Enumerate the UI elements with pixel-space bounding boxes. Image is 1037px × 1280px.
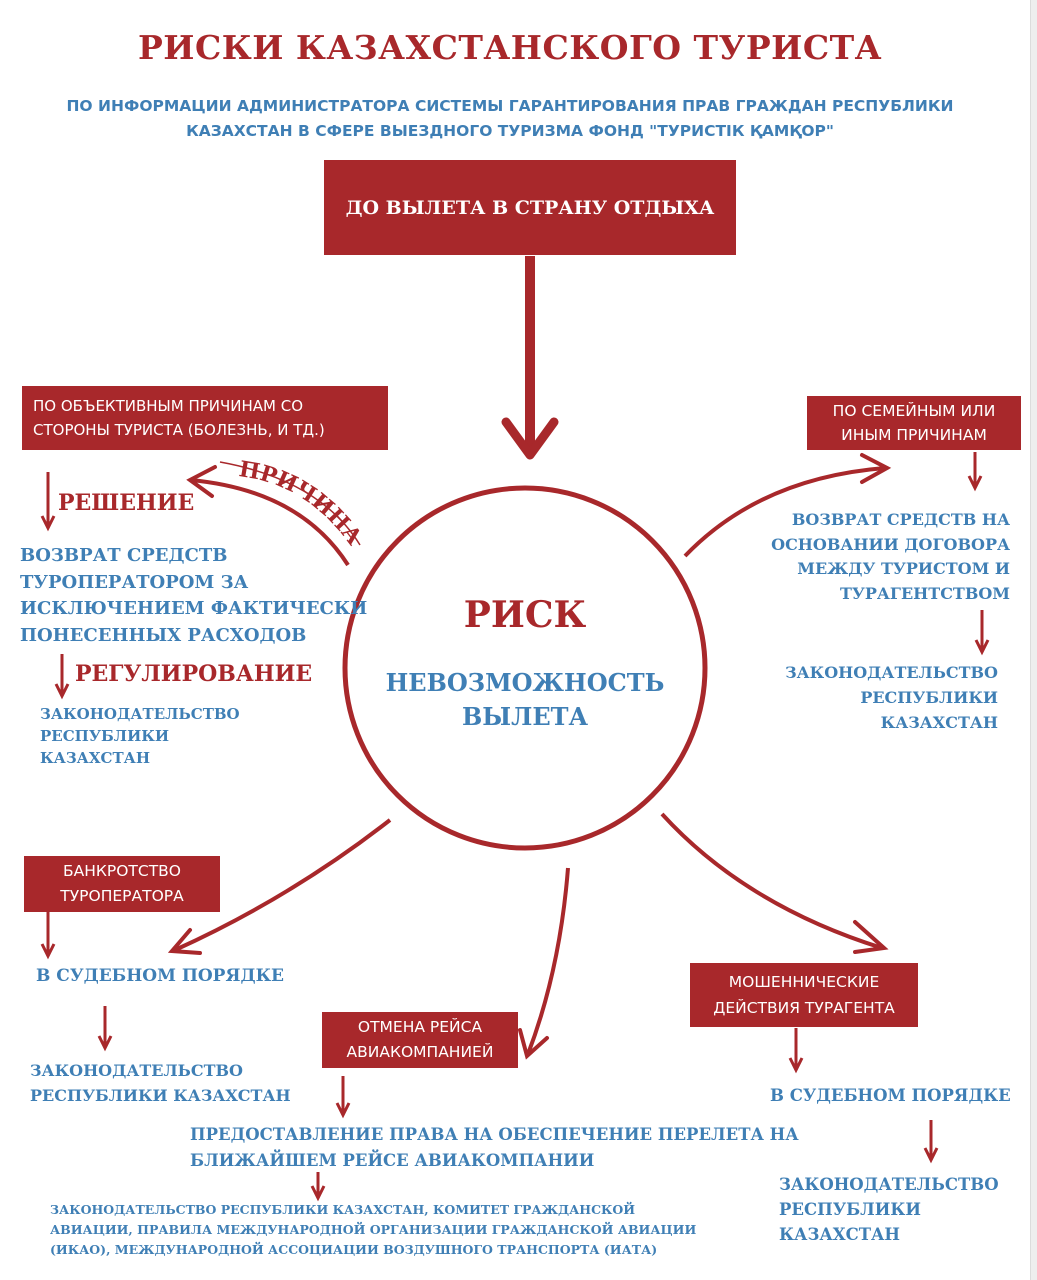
cancellation-box-line: АВИАКОМПАНИЕЙ [346, 1043, 494, 1061]
center-text: НЕВОЗМОЖНОСТЬ ВЫЛЕТА [345, 666, 705, 734]
cancellation-law-line: ЗАКОНОДАТЕЛЬСТВО РЕСПУБЛИКИ КАЗАХСТАН, К… [50, 1202, 636, 1217]
objective-regulation-line: РЕСПУБЛИКИ [40, 727, 170, 745]
center-line: ВЫЛЕТА [461, 702, 589, 731]
subtitle-line: КАЗАХСТАН В СФЕРЕ ВЫЕЗДНОГО ТУРИЗМА ФОНД… [186, 122, 834, 140]
center-line: НЕВОЗМОЖНОСТЬ [385, 668, 665, 697]
page-edge [1030, 0, 1037, 1280]
family-arrow [683, 466, 886, 558]
fraud-box-line: ДЕЙСТВИЯ ТУРАГЕНТА [713, 999, 895, 1017]
cancellation-arrow-2-head [310, 1185, 326, 1202]
top-box: ДО ВЫЛЕТА В СТРАНУ ОТДЫХА [324, 160, 736, 255]
family-arrow-head [860, 453, 892, 484]
objective-decision: ВОЗВРАТ СРЕДСТВ ТУРОПЕРАТОРОМ ЗА ИСКЛЮЧЕ… [20, 543, 367, 649]
page-subtitle: ПО ИНФОРМАЦИИ АДМИНИСТРАТОРА СИСТЕМЫ ГАР… [30, 94, 990, 144]
cancellation-box: ОТМЕНА РЕЙСА АВИАКОМПАНИЕЙ [322, 1012, 518, 1068]
cancellation-decision: ПРЕДОСТАВЛЕНИЕ ПРАВА НА ОБЕСПЕЧЕНИЕ ПЕРЕ… [190, 1122, 799, 1174]
page-title: РИСКИ КАЗАХСТАНСКОГО ТУРИСТА [137, 28, 883, 67]
objective-decision-line: ИСКЛЮЧЕНИЕМ ФАКТИЧЕСКИ [20, 598, 368, 619]
family-decision-line: МЕЖДУ ТУРИСТОМ И [797, 559, 1010, 578]
cancellation-arrow-1-head [335, 1102, 351, 1119]
family-decision-line: ВОЗВРАТ СРЕДСТВ НА [791, 510, 1010, 529]
objective-decision-line: ВОЗВРАТ СРЕДСТВ [20, 545, 228, 566]
fraud-law-line: ЗАКОНОДАТЕЛЬСТВО [779, 1175, 999, 1194]
family-box-line: ПО СЕМЕЙНЫМ ИЛИ [832, 402, 996, 420]
bankruptcy-law: ЗАКОНОДАТЕЛЬСТВО РЕСПУБЛИКИ КАЗАХСТАН [30, 1058, 291, 1108]
cancellation-decision-line: ПРЕДОСТАВЛЕНИЕ ПРАВА НА ОБЕСПЕЧЕНИЕ ПЕРЕ… [190, 1125, 799, 1144]
top-arrow-head [501, 417, 559, 460]
cause-label: ПРИЧИНА [237, 456, 367, 550]
family-box-line: ИНЫМ ПРИЧИНАМ [841, 426, 987, 444]
family-decision: ВОЗВРАТ СРЕДСТВ НА ОСНОВАНИИ ДОГОВОРА МЕ… [770, 508, 1010, 606]
cancellation-arrow-head [518, 1028, 549, 1060]
objective-box: ПО ОБЪЕКТИВНЫМ ПРИЧИНАМ СО СТОРОНЫ ТУРИС… [22, 386, 388, 450]
objective-decision-line: ПОНЕСЕННЫХ РАСХОДОВ [20, 624, 307, 646]
center-heading: РИСК [463, 594, 587, 636]
objective-regulation-line: ЗАКОНОДАТЕЛЬСТВО [40, 705, 240, 723]
cause-ribbon [219, 461, 361, 546]
bankruptcy-decision: В СУДЕБНОМ ПОРЯДКЕ [36, 966, 284, 986]
family-law-line: КАЗАХСТАН [880, 713, 998, 732]
regulation-label: РЕГУЛИРОВАНИЕ [75, 661, 313, 687]
bankruptcy-arrow-head [167, 928, 202, 955]
cause-arrow-head [186, 465, 217, 498]
top-box-label: ДО ВЫЛЕТА В СТРАНУ ОТДЫХА [345, 196, 715, 219]
bankruptcy-law-line: ЗАКОНОДАТЕЛЬСТВО [30, 1061, 243, 1080]
bankruptcy-law-line: РЕСПУБЛИКИ КАЗАХСТАН [30, 1086, 291, 1105]
bankruptcy-arrow-2-head [97, 1035, 113, 1052]
family-decision-line: ОСНОВАНИИ ДОГОВОРА [771, 534, 1010, 554]
fraud-box-line: МОШЕННИЧЕСКИЕ [728, 973, 880, 991]
family-box: ПО СЕМЕЙНЫМ ИЛИ ИНЫМ ПРИЧИНАМ [807, 396, 1021, 450]
fraud-arrow-head [853, 920, 889, 954]
bankruptcy-arrow-1-head [40, 943, 56, 960]
fraud-arrow-2-head [923, 1147, 939, 1164]
fraud-law-line: РЕСПУБЛИКИ КАЗАХСТАН [779, 1200, 921, 1244]
fraud-box: МОШЕННИЧЕСКИЕ ДЕЙСТВИЯ ТУРАГЕНТА [690, 963, 918, 1027]
fraud-arrow-1-head [788, 1057, 804, 1074]
fraud-arrow [660, 812, 883, 950]
subtitle-line: ПО ИНФОРМАЦИИ АДМИНИСТРАТОРА СИСТЕМЫ ГАР… [66, 97, 954, 115]
fraud-law: ЗАКОНОДАТЕЛЬСТВО РЕСПУБЛИКИ КАЗАХСТАН [779, 1172, 1037, 1247]
cancellation-arrow [526, 867, 570, 1055]
cancellation-decision-line: БЛИЖАЙШЕМ РЕЙСЕ АВИАКОМПАНИИ [190, 1151, 595, 1170]
bankruptcy-arrow [174, 818, 392, 952]
bankruptcy-box-line: ТУРОПЕРАТОРА [60, 887, 184, 905]
family-law-line: РЕСПУБЛИКИ [860, 688, 998, 707]
cancellation-law: ЗАКОНОДАТЕЛЬСТВО РЕСПУБЛИКИ КАЗАХСТАН, К… [50, 1200, 696, 1260]
family-arrow-1-head [967, 475, 983, 492]
objective-box-line: ПО ОБЪЕКТИВНЫМ ПРИЧИНАМ СО [33, 397, 304, 415]
center-circle [342, 485, 708, 851]
family-decision-line: ТУРАГЕНТСТВОМ [839, 583, 1010, 603]
fraud-decision: В СУДЕБНОМ ПОРЯДКЕ [770, 1086, 1011, 1105]
cancellation-box-line: ОТМЕНА РЕЙСА [357, 1018, 483, 1036]
objective-arrow-1-head [40, 515, 56, 532]
cancellation-law-line: АВИАЦИИ, ПРАВИЛА МЕЖДУНАРОДНОЙ ОРГАНИЗАЦ… [50, 1222, 697, 1237]
bankruptcy-box: БАНКРОТСТВО ТУРОПЕРАТОРА [24, 856, 220, 912]
cause-arrow [189, 478, 350, 567]
family-law-line: ЗАКОНОДАТЕЛЬСТВО [785, 663, 998, 682]
objective-box-line: СТОРОНЫ ТУРИСТА (БОЛЕЗНЬ, И ТД.) [33, 421, 325, 439]
family-law: ЗАКОНОДАТЕЛЬСТВО РЕСПУБЛИКИ КАЗАХСТАН [780, 660, 998, 735]
objective-regulation-line: КАЗАХСТАН [40, 749, 151, 767]
objective-regulation: ЗАКОНОДАТЕЛЬСТВО РЕСПУБЛИКИ КАЗАХСТАН [40, 703, 240, 769]
cancellation-law-line: (ИКАО), МЕЖДУНАРОДНОЙ АССОЦИАЦИИ ВОЗДУШН… [50, 1242, 658, 1257]
objective-decision-line: ТУРОПЕРАТОРОМ ЗА [20, 571, 249, 593]
objective-arrow-2-head [54, 683, 70, 700]
decision-label: РЕШЕНИЕ [58, 490, 195, 516]
bankruptcy-box-line: БАНКРОТСТВО [62, 862, 182, 880]
family-arrow-2-head [974, 639, 990, 656]
